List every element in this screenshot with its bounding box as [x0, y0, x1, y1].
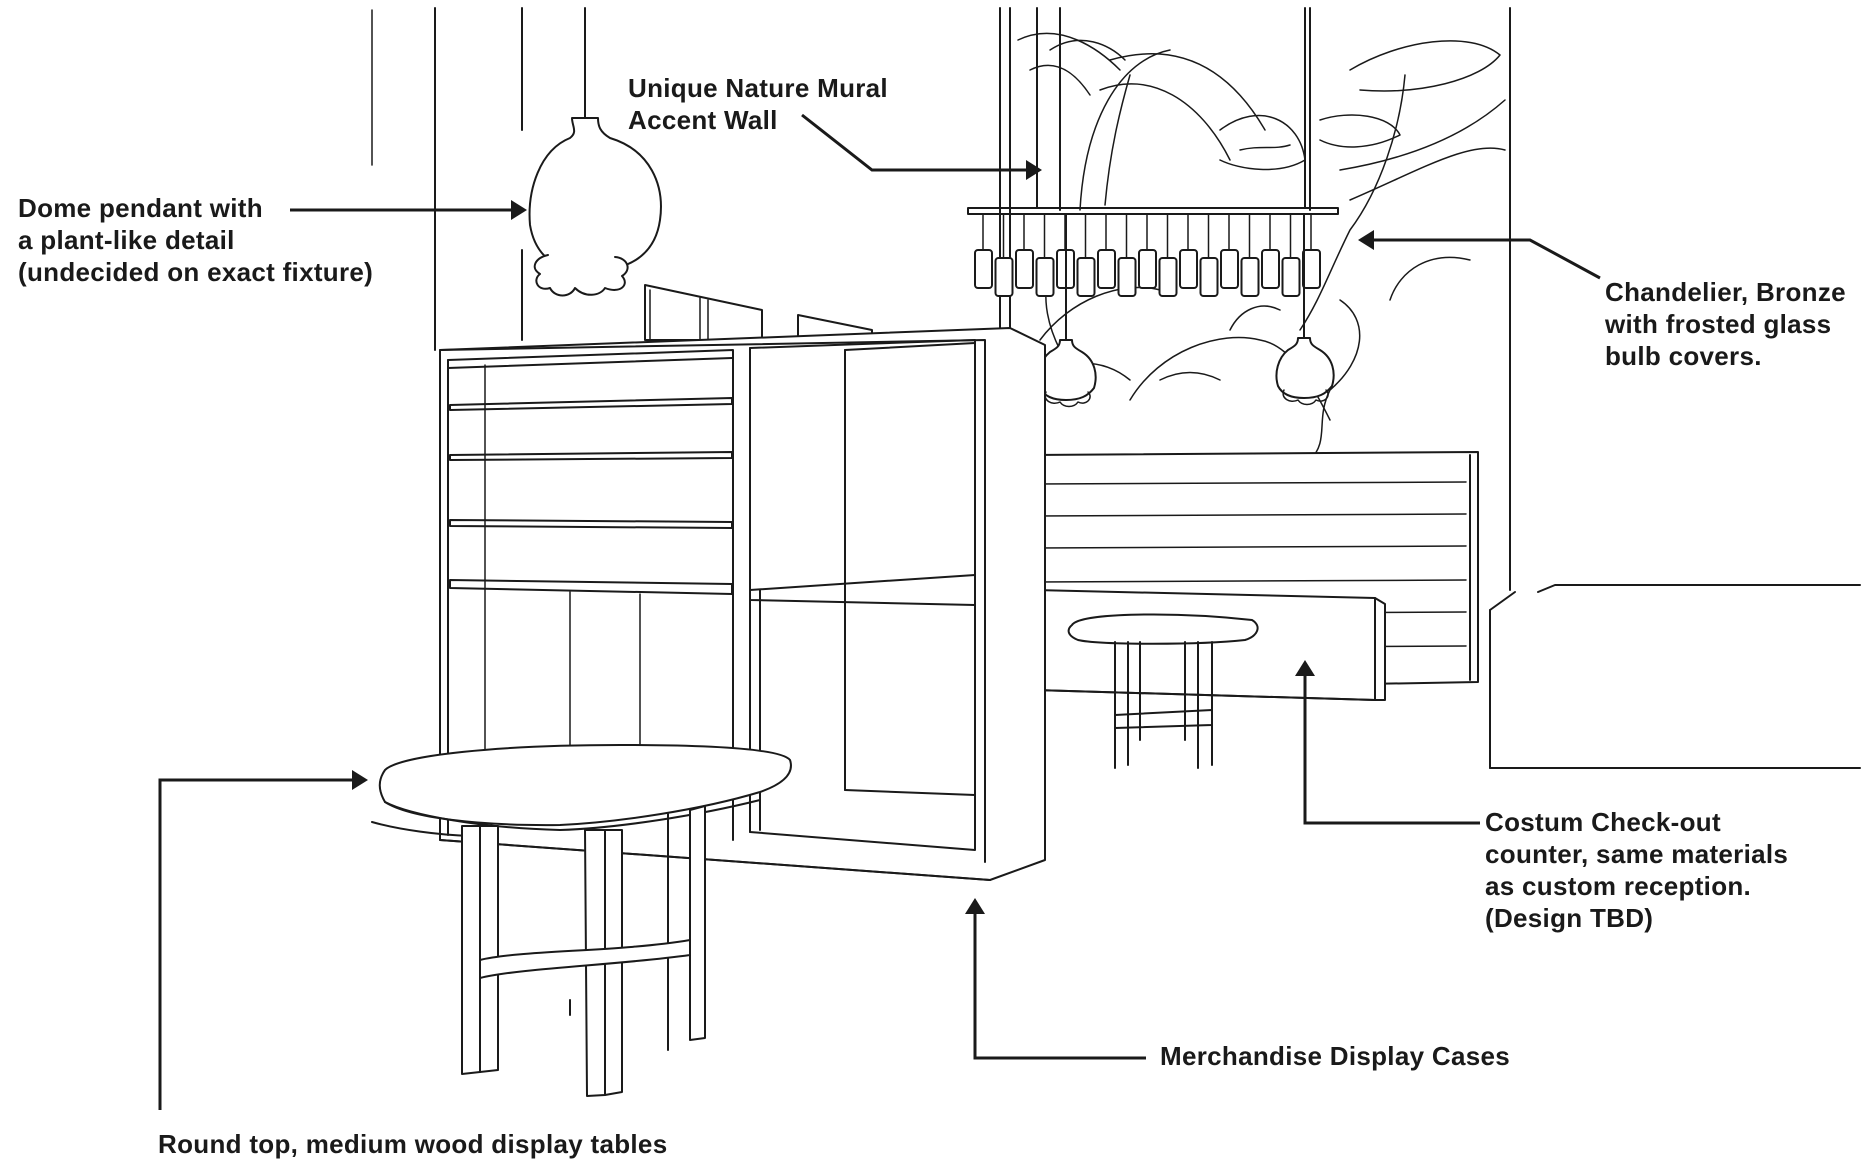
chandelier-bulb-cover [994, 257, 1014, 297]
chandelier-bulb-cover [1076, 257, 1096, 297]
chandelier-bulb-cover [974, 249, 993, 289]
chandelier-bulb-cover [1199, 257, 1219, 297]
chandelier-bulb-cover [1117, 257, 1137, 297]
cases-leader [973, 910, 1146, 1060]
chandelier-arrowhead [1358, 230, 1374, 250]
chandelier-bulb-cover [1240, 257, 1260, 297]
label-dome-pendant: Dome pendant with a plant-like detail (u… [18, 193, 374, 287]
label-checkout-counter: Costum Check-out counter, same materials… [1485, 807, 1789, 933]
pendant-arrowhead [511, 200, 527, 220]
chandelier-bulb-cover [1097, 249, 1116, 289]
chandelier-bulb-cover [1179, 249, 1198, 289]
chandelier-bulb-cover [1302, 249, 1321, 289]
checkout-counter [1034, 589, 1386, 701]
chandelier-bulb-cover [1261, 249, 1280, 289]
chandelier-bulb-cover [1035, 257, 1055, 297]
chandelier-bulb-cover [1015, 249, 1034, 289]
counter-arrowhead [1295, 660, 1315, 676]
mural-leader [801, 113, 1030, 172]
label-chandelier: Chandelier, Bronze with frosted glass bu… [1605, 277, 1846, 371]
round-top-display-table [371, 744, 792, 1097]
chandelier-bulb-cover [1138, 249, 1157, 289]
cases-arrowhead [965, 898, 985, 914]
chandelier-bulb-cover [1281, 257, 1301, 297]
dome-pendant-fixture [528, 7, 662, 297]
chandelier-bulb-cover [1220, 249, 1239, 289]
tables-arrowhead [352, 770, 368, 790]
merchandise-display-cases [439, 327, 1046, 881]
mural-arrowhead [1026, 160, 1042, 180]
tables-leader [158, 778, 355, 1110]
nature-mural [1017, 32, 1506, 461]
chandelier-fixture [967, 7, 1339, 408]
chandelier-leader [1372, 238, 1601, 280]
label-display-cases: Merchandise Display Cases [1160, 1041, 1510, 1071]
chandelier-bulb-cover [1158, 257, 1178, 297]
counter-leader [1303, 672, 1480, 825]
right-wall-block [1489, 584, 1861, 769]
label-display-tables: Round top, medium wood display tables [158, 1129, 668, 1159]
label-nature-mural: Unique Nature Mural Accent Wall [628, 73, 888, 135]
small-display-table [1067, 613, 1259, 769]
leader-arrows [158, 113, 1601, 1110]
